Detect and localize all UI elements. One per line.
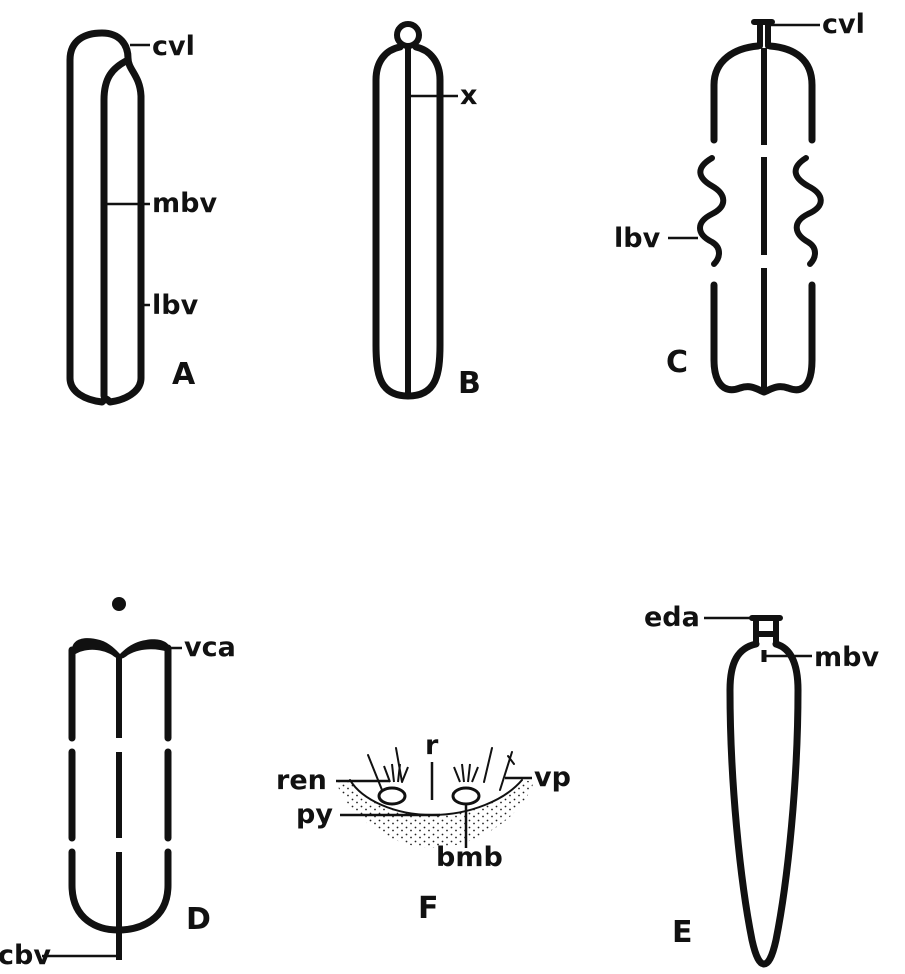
label-e-mbv: mbv [814, 642, 879, 673]
panel-c-left-lbv-wavy [700, 158, 723, 264]
panel-a: cvl mbv lbv A [70, 31, 217, 402]
label-c-cvl: cvl [822, 9, 865, 40]
panel-b-top-loop [397, 24, 419, 46]
label-f-r: r [425, 730, 439, 761]
panel-d-letter: D [186, 902, 211, 937]
label-f-py: py [296, 799, 333, 830]
panel-d: vca cbv D [0, 597, 236, 971]
panel-f-left-cilia [384, 764, 408, 782]
panel-c-cvl-stalk [754, 22, 772, 46]
panel-c-right-lbv-wavy [796, 158, 821, 264]
label-f-ren: ren [276, 765, 327, 796]
panel-e-outline [730, 644, 798, 964]
label-f-bmb: bmb [436, 842, 503, 873]
panel-f: r ren vp py bmb F [276, 730, 571, 926]
label-d-vca: vca [184, 632, 236, 663]
panel-f-letter: F [418, 891, 439, 926]
panel-e-eda [752, 618, 780, 644]
label-f-vp: vp [534, 762, 571, 793]
panel-c-letter: C [666, 345, 688, 380]
panel-a-letter: A [172, 357, 196, 392]
panel-b-letter: B [458, 366, 481, 401]
label-b-x: x [460, 80, 477, 111]
label-e-eda: eda [644, 602, 700, 633]
label-d-cbv: cbv [0, 940, 51, 971]
label-c-lbv: lbv [614, 223, 661, 254]
label-a-cvl: cvl [152, 31, 195, 62]
panel-d-vca [72, 638, 170, 659]
panel-a-inner-vessel [104, 60, 128, 396]
panel-f-right-cilia [454, 764, 478, 782]
label-a-mbv: mbv [152, 188, 217, 219]
panel-b: x B [376, 24, 481, 401]
panel-f-left-body [379, 788, 405, 804]
panel-f-bmb [453, 788, 479, 804]
panel-e: eda mbv E [644, 602, 879, 964]
panel-d-dot [112, 597, 126, 611]
label-a-lbv: lbv [152, 290, 199, 321]
panel-c: cvl lbv C [614, 9, 865, 392]
panel-e-letter: E [672, 915, 693, 950]
panel-f-right-wall [484, 748, 514, 790]
